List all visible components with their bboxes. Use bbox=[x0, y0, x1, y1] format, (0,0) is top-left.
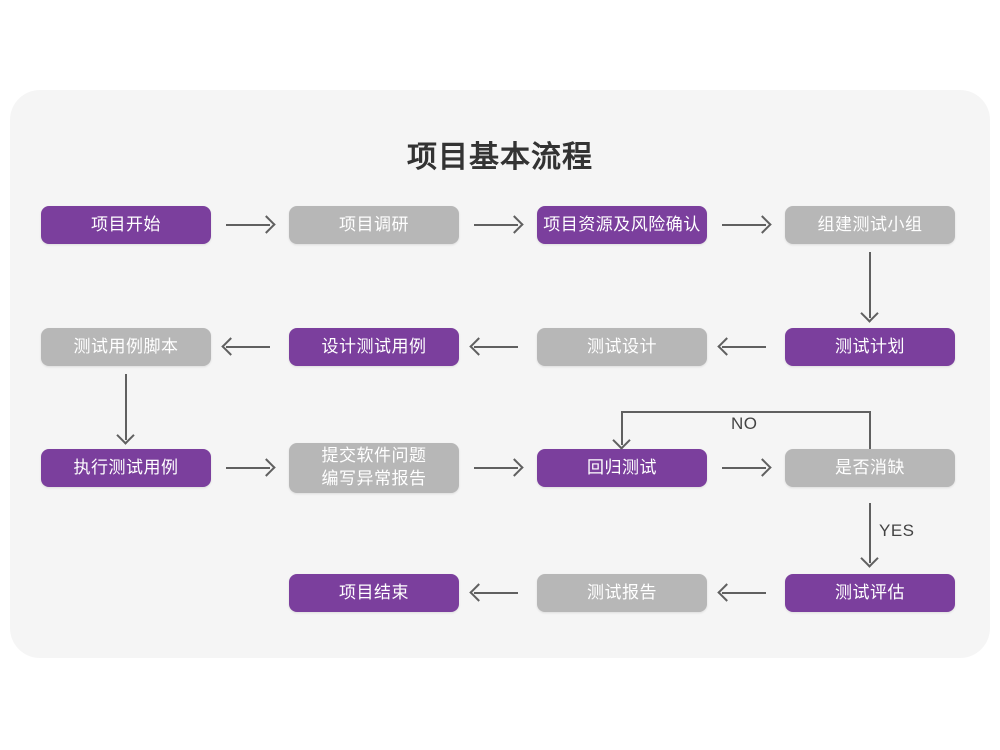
node-project-research[interactable]: 项目调研 bbox=[289, 206, 459, 244]
node-project-start[interactable]: 项目开始 bbox=[41, 206, 211, 244]
node-project-end[interactable]: 项目结束 bbox=[289, 574, 459, 612]
node-test-plan[interactable]: 测试计划 bbox=[785, 328, 955, 366]
node-test-case-script[interactable]: 测试用例脚本 bbox=[41, 328, 211, 366]
arrow-regression-to-defect bbox=[722, 458, 772, 477]
arrow-evaluation-to-report bbox=[717, 583, 766, 602]
arrow-design-to-case bbox=[469, 337, 518, 356]
node-execute-test-case[interactable]: 执行测试用例 bbox=[41, 449, 211, 487]
arrow-plan-to-design bbox=[717, 337, 766, 356]
node-resource-risk-confirm[interactable]: 项目资源及风险确认 bbox=[537, 206, 707, 244]
arrow-report-to-end bbox=[469, 583, 518, 602]
diagram-panel bbox=[10, 90, 990, 658]
node-test-evaluation[interactable]: 测试评估 bbox=[785, 574, 955, 612]
node-defect-resolved[interactable]: 是否消缺 bbox=[785, 449, 955, 487]
node-design-test-case[interactable]: 设计测试用例 bbox=[289, 328, 459, 366]
arrow-execute-to-submit bbox=[226, 458, 276, 477]
node-test-design[interactable]: 测试设计 bbox=[537, 328, 707, 366]
arrow-defect-to-evaluation bbox=[860, 503, 879, 568]
arrow-case-to-script bbox=[221, 337, 270, 356]
node-regression-test[interactable]: 回归测试 bbox=[537, 449, 707, 487]
arrow-script-to-execute bbox=[116, 374, 135, 445]
arrow-submit-to-regression bbox=[474, 458, 524, 477]
arrow-research-to-risk bbox=[474, 215, 524, 234]
arrow-start-to-research bbox=[226, 215, 276, 234]
page-title: 项目基本流程 bbox=[407, 141, 593, 174]
node-submit-issue-report[interactable]: 提交软件问题 编写异常报告 bbox=[289, 443, 459, 493]
node-form-test-team[interactable]: 组建测试小组 bbox=[785, 206, 955, 244]
loop-segment-horizontal bbox=[621, 411, 871, 413]
arrow-risk-to-team bbox=[722, 215, 772, 234]
edge-label-yes: YES bbox=[879, 521, 915, 540]
loop-segment-up-from-defect bbox=[869, 411, 871, 449]
node-test-report[interactable]: 测试报告 bbox=[537, 574, 707, 612]
edge-label-no: NO bbox=[731, 414, 758, 433]
arrow-team-to-plan bbox=[860, 252, 879, 323]
loop-segment-down-to-regression bbox=[612, 411, 631, 450]
